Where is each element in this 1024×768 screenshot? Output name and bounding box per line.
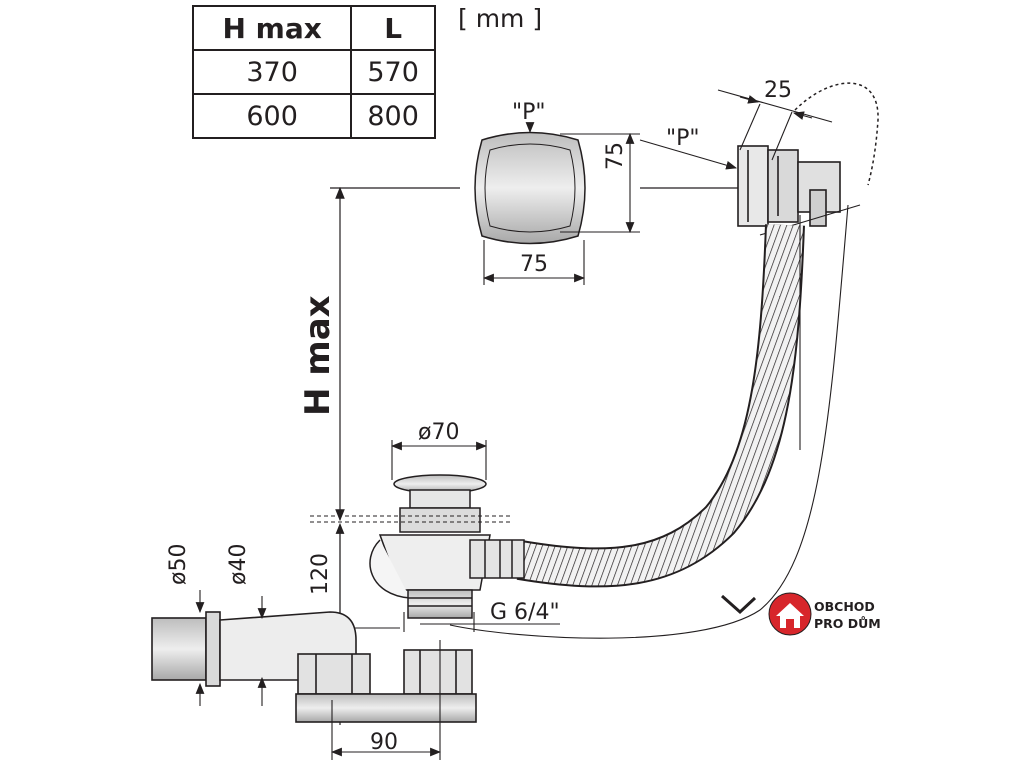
dimension-table: H max L 370 570 600 800 <box>191 5 436 139</box>
trap-dimensions <box>195 590 442 760</box>
dim-40-label: ø40 <box>226 543 251 585</box>
overflow-head <box>737 145 841 227</box>
logo-text: OBCHOD PRO DŮM <box>814 598 881 632</box>
trap-siphon <box>151 611 477 723</box>
unit-label: [ mm ] <box>458 4 543 33</box>
dim-90-label: 90 <box>370 730 398 755</box>
dim-25-label: 25 <box>764 78 792 103</box>
dim-75-vertical-label: 75 <box>603 142 628 170</box>
length-arc <box>449 204 849 639</box>
table-row: 600 800 <box>191 93 436 139</box>
hmax-label: H max <box>298 295 338 416</box>
logo-line-2: PRO DŮM <box>814 616 881 631</box>
p-top-label: "P" <box>512 100 546 125</box>
thread-label: G 6/4" <box>490 600 560 625</box>
table-header-row: H max L <box>191 5 436 51</box>
dim-50-label: ø50 <box>166 543 191 585</box>
bath-surface <box>310 515 510 523</box>
dim-70-label: ø70 <box>418 420 460 445</box>
cell-l: 800 <box>350 93 436 139</box>
cable-dashed <box>794 82 879 186</box>
overflow-cover <box>474 131 586 245</box>
logo-house-icon <box>768 592 812 636</box>
drain-valve <box>369 474 525 619</box>
header-hmax: H max <box>191 5 353 51</box>
dim-75-horizontal-label: 75 <box>520 252 548 277</box>
header-l: L <box>350 5 436 51</box>
p-side-label: "P" <box>666 126 700 151</box>
cell-l: 570 <box>350 49 436 95</box>
cover-dimensions <box>482 122 640 285</box>
table-row: 370 570 <box>191 49 436 95</box>
cell-hmax: 370 <box>191 49 353 95</box>
dim-120-label: 120 <box>308 553 333 595</box>
cell-hmax: 600 <box>191 93 353 139</box>
logo-line-1: OBCHOD <box>814 599 875 614</box>
